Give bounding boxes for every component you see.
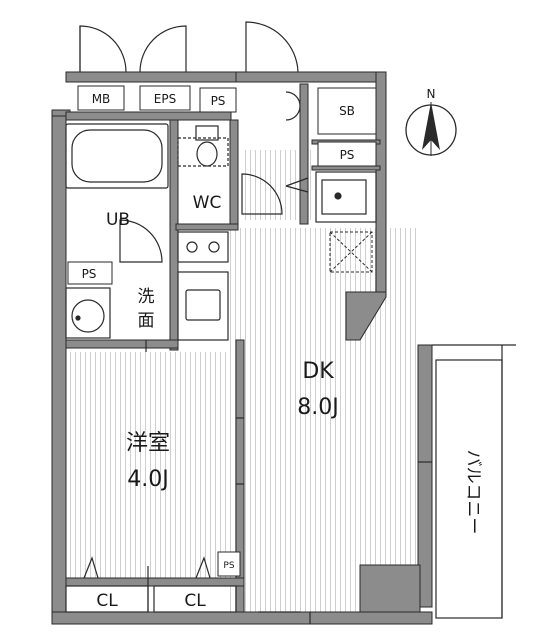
label-yoshitsu-size: 4.0J [127, 467, 168, 492]
label-cl-left: CL [96, 591, 118, 611]
label-yoshitsu: 洋室 [126, 431, 170, 456]
eps-box [139, 85, 191, 111]
label-sb: SB [339, 104, 355, 118]
label-ps-left: PS [82, 267, 97, 281]
label-ps-right: PS [340, 148, 355, 162]
window-marks [145, 340, 432, 624]
label-ps-top: PS [211, 94, 226, 108]
label-balcony: バルコニー [463, 450, 483, 535]
washer-icon [315, 171, 377, 223]
label-dk-size: 8.0J [297, 395, 338, 420]
toilet-icon [177, 125, 229, 167]
ps-right-box [317, 141, 377, 167]
label-ub: UB [106, 210, 130, 230]
label-mb: MB [92, 92, 111, 106]
outer-walls [51, 71, 433, 625]
sb-box [317, 87, 377, 135]
ps-left-box [67, 261, 113, 285]
ps-bottom-box [217, 551, 241, 577]
fridge-space-icon [329, 231, 373, 273]
label-ps-bottom: PS [223, 561, 234, 571]
yoshitsu-floor [66, 352, 242, 580]
label-cl-right: CL [184, 591, 206, 611]
label-wc: WC [193, 193, 222, 213]
entrance-door-icon [241, 91, 309, 215]
utility-boxes [67, 85, 377, 577]
door-swing-icon [79, 21, 299, 73]
label-senmen-1: 洗 [138, 287, 155, 307]
ub-door-icon [119, 219, 163, 263]
sink-icon [65, 287, 111, 339]
bathtub-icon [65, 123, 169, 189]
closet-doors-icon [65, 556, 237, 613]
label-north: N [427, 87, 436, 101]
ps-top-box [199, 87, 237, 113]
kitchen-sink-icon [177, 271, 229, 341]
interior-walls [65, 83, 381, 613]
balcony [432, 344, 516, 619]
label-eps: EPS [154, 92, 176, 106]
label-senmen-2: 面 [138, 311, 155, 331]
stove-icon [177, 231, 229, 263]
north-arrow-icon [405, 102, 457, 156]
label-dk: DK [302, 359, 334, 384]
mb-box [77, 85, 125, 111]
